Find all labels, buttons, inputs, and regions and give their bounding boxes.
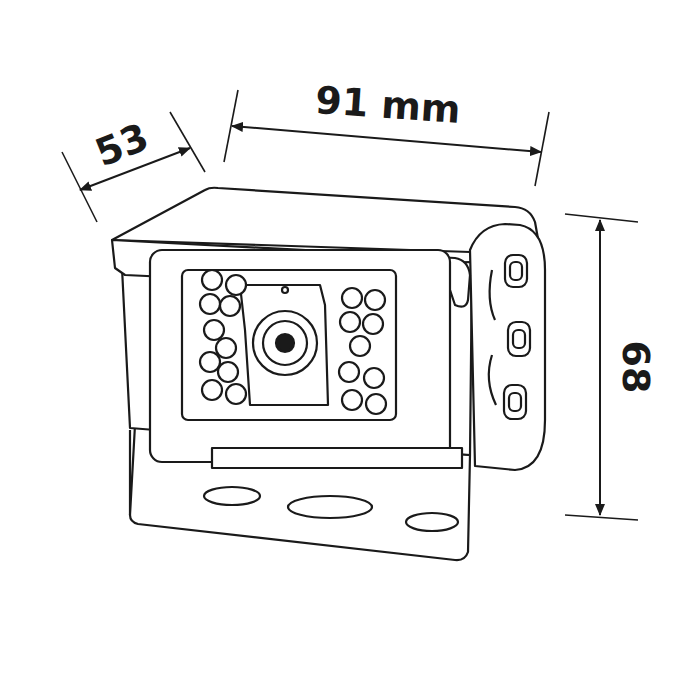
dimension-label: 68 xyxy=(615,337,657,398)
dimension-label: 91 mm xyxy=(310,79,466,132)
dimension-label: 53 xyxy=(86,114,158,176)
